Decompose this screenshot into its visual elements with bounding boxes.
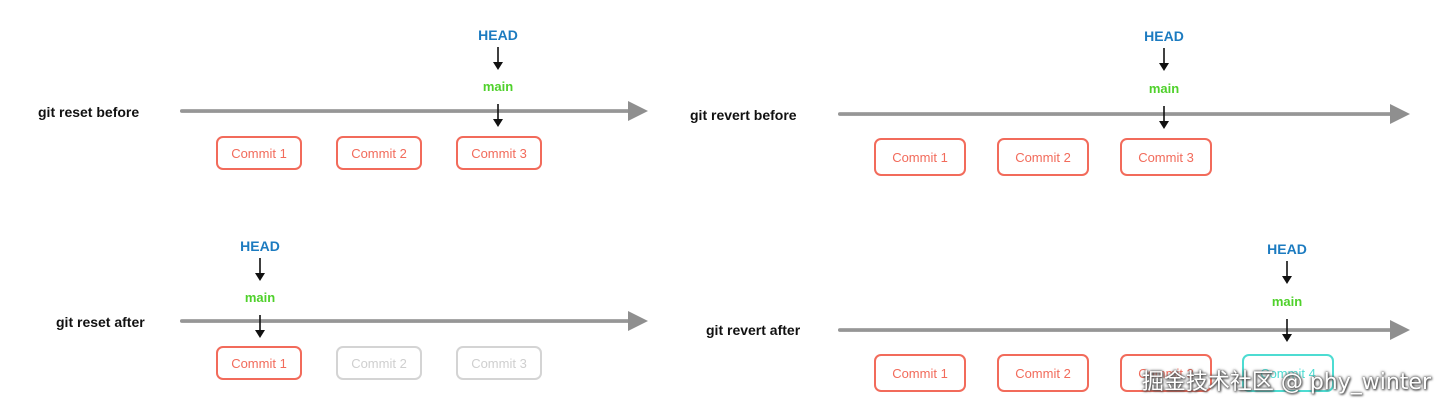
- panel-git-reset-before: git reset before HEAD main Commit 1 Comm…: [0, 0, 720, 200]
- commit-box: Commit 3: [1120, 138, 1212, 176]
- head-pointer-arrow: [1159, 48, 1169, 71]
- branch-pointer-arrow: [493, 104, 503, 127]
- commit-box: Commit 1: [874, 138, 966, 176]
- panel-label: git revert after: [706, 322, 801, 338]
- commit-box: Commit 3: [1120, 354, 1212, 392]
- branch-label: main: [1148, 81, 1180, 96]
- branch-pointer-arrow: [1282, 319, 1292, 342]
- commit-box: Commit 1: [216, 136, 302, 170]
- panel-git-reset-after: git reset after HEAD main Commit 1 Commi…: [0, 0, 720, 380]
- commit-box-faded: Commit 2: [336, 346, 422, 380]
- panel-git-revert-after: git revert after HEAD main Commit 1 Comm…: [0, 0, 1410, 392]
- branch-label: main: [244, 290, 276, 305]
- head-label: HEAD: [1144, 28, 1184, 44]
- timeline-arrow: [180, 311, 648, 331]
- commit-box: Commit 1: [216, 346, 302, 380]
- timeline-arrow: [180, 101, 648, 121]
- panel-label: git reset before: [38, 104, 140, 120]
- branch-pointer-arrow: [255, 315, 265, 338]
- commit-box: Commit 2: [336, 136, 422, 170]
- timeline-arrow: [838, 320, 1410, 340]
- head-pointer-arrow: [493, 47, 503, 70]
- head-pointer-arrow: [1282, 261, 1292, 284]
- branch-label: main: [482, 79, 514, 94]
- commit-box-faded: Commit 3: [456, 346, 542, 380]
- commit-box-new: Commit 4: [1242, 354, 1334, 392]
- commit-box: Commit 3: [456, 136, 542, 170]
- watermark: 掘金技术社区 @ phy_winter: [1141, 370, 1431, 395]
- timeline-arrow: [838, 104, 1410, 124]
- commit-box: Commit 2: [997, 138, 1089, 176]
- head-label: HEAD: [240, 238, 280, 254]
- branch-pointer-arrow: [1159, 106, 1169, 129]
- branch-label: main: [1271, 294, 1303, 309]
- commit-box: Commit 1: [874, 354, 966, 392]
- panel-git-revert-before: git revert before HEAD main Commit 1 Com…: [0, 0, 1410, 200]
- head-label: HEAD: [478, 27, 518, 43]
- head-pointer-arrow: [255, 258, 265, 281]
- panel-label: git revert before: [690, 107, 797, 123]
- commit-box: Commit 2: [997, 354, 1089, 392]
- panel-label: git reset after: [56, 314, 145, 330]
- head-label: HEAD: [1267, 241, 1307, 257]
